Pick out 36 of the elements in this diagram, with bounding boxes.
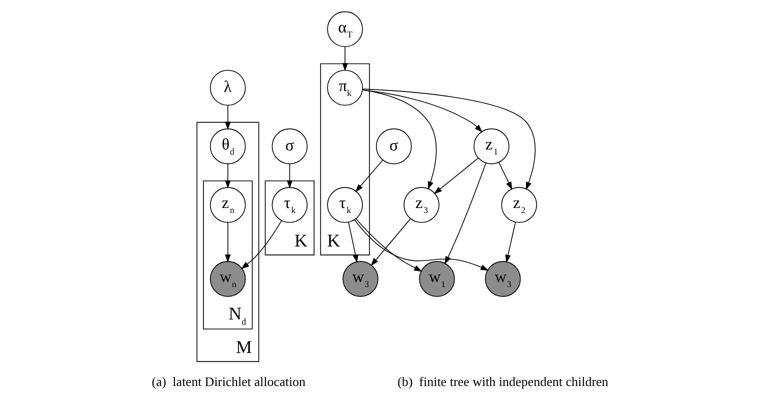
arrow xyxy=(355,218,422,272)
node-circle: w$_{3}$ xyxy=(342,261,378,297)
arrow xyxy=(362,90,436,190)
node-circle: σ xyxy=(375,128,412,164)
node-circle: α$_{T}$ xyxy=(326,11,362,48)
arrow xyxy=(224,104,230,130)
arrow xyxy=(361,90,482,132)
arrow xyxy=(370,218,410,266)
node-circle: w$_{1}$ xyxy=(418,261,454,297)
node-circle: z$_{1}$ xyxy=(473,128,509,164)
arrow xyxy=(354,219,488,271)
node-circle: τ$_{k}$ xyxy=(326,187,362,223)
arrow xyxy=(224,222,230,263)
arrow xyxy=(224,164,230,188)
node-circle: π$_{k}$ xyxy=(326,70,362,106)
arrow xyxy=(342,46,348,72)
node-circle: w$_{3}$ xyxy=(484,261,520,297)
node-circle: z$_{n}$ xyxy=(209,187,246,223)
arrow xyxy=(286,164,292,188)
label: (a) latent Dirichlet allocation xyxy=(151,374,306,389)
node-circle: σ xyxy=(271,128,308,164)
arrow xyxy=(498,162,512,190)
node-circle: τ$_{k}$ xyxy=(271,187,308,223)
label: (b) finite tree with independent children xyxy=(396,374,608,389)
node-circle: z$_{3}$ xyxy=(403,187,439,223)
node-circle: λ xyxy=(209,70,246,106)
arrow xyxy=(362,88,536,190)
arrow xyxy=(240,220,282,270)
arrow xyxy=(504,222,516,263)
arrow xyxy=(348,222,358,263)
node-circle: w$_{n}$ xyxy=(209,261,246,297)
arrow xyxy=(444,162,486,264)
node-circle: z$_{2}$ xyxy=(500,187,537,223)
node-circle: θ$_{d}$ xyxy=(209,128,246,164)
arrow xyxy=(354,160,383,192)
arrow xyxy=(433,158,478,194)
